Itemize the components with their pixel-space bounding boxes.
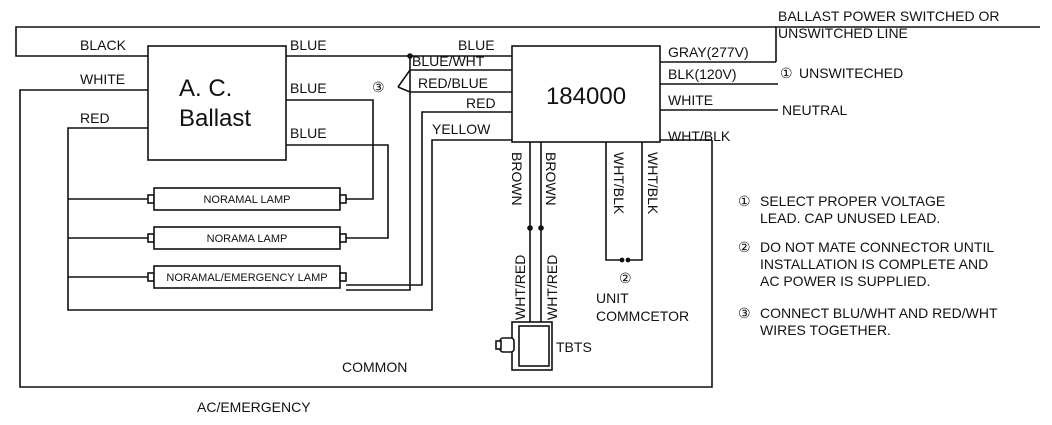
junction-dot-right	[538, 225, 544, 231]
label-wht-blk-v1: WHT/BLK	[611, 152, 627, 215]
lamp-3: NORAMAL/EMERGENCY LAMP	[147, 265, 347, 289]
unit-connector-line1: UNIT	[596, 290, 629, 306]
label-red-in: RED	[466, 95, 496, 111]
label-red-blue: RED/BLUE	[418, 75, 488, 91]
lamp-2: NORAMA LAMP	[147, 226, 347, 250]
lamp-1: NORAMAL LAMP	[147, 187, 347, 211]
blue-tap-to-emergency-lamp	[346, 56, 411, 291]
label-brown-2: BROWN	[543, 152, 559, 206]
red-blue-wire	[397, 86, 512, 93]
label-unswitched: UNSWITECHED	[799, 65, 903, 81]
white-common-loop	[19, 89, 713, 388]
label-yellow: YELLOW	[432, 121, 491, 137]
note-3-line1: CONNECT BLU/WHT AND RED/WHT	[760, 305, 998, 321]
label-white: WHITE	[80, 71, 125, 87]
ballast-label-line1: A. C.	[179, 75, 232, 102]
label-blue-in: BLUE	[458, 37, 495, 53]
notes: ① SELECT PROPER VOLTAGE LEAD. CAP UNUSED…	[738, 193, 998, 338]
note-2-line2: INSTALLATION IS COMPLETE AND	[760, 256, 988, 272]
tbts-switch-icon	[495, 321, 553, 371]
ac-ballast-box	[147, 45, 287, 161]
unit-connector-line2: COMMCETOR	[596, 308, 689, 324]
module-184000-box	[511, 45, 661, 143]
label-wht-red-2: WHT/RED	[544, 255, 560, 320]
note-1-number: ①	[738, 193, 751, 209]
label-neutral: NEUTRAL	[782, 102, 848, 118]
note-2-number: ②	[738, 239, 751, 255]
label-blue-wht: BLUE/WHT	[412, 53, 485, 69]
note-2-line1: DO NOT MATE CONNECTOR UNTIL	[760, 239, 994, 255]
wht-blk-wire-right	[628, 142, 643, 261]
label-blue-3: BLUE	[290, 125, 327, 141]
label-wht-blk-v2: WHT/BLK	[645, 152, 661, 215]
blue-wire-3	[286, 144, 389, 239]
label-common: COMMON	[342, 359, 407, 375]
marker-3: ③	[372, 79, 385, 95]
label-white-out: WHITE	[668, 92, 713, 108]
black-wire	[15, 26, 776, 57]
label-wht-blk: WHT/BLK	[668, 128, 731, 144]
label-black: BLACK	[80, 37, 127, 53]
label-blue-2: BLUE	[290, 80, 327, 96]
lamp-3-label: NORAMAL/EMERGENCY LAMP	[166, 272, 327, 284]
lamp-2-label: NORAMA LAMP	[207, 233, 288, 245]
label-brown-1: BROWN	[509, 152, 525, 206]
top-label-line2: UNSWITCHED LINE	[778, 25, 908, 41]
note-2-line3: AC POWER IS SUPPLIED.	[760, 273, 930, 289]
marker-1: ①	[780, 65, 793, 81]
wht-blk-wire-left	[605, 142, 622, 261]
note-1-line2: LEAD. CAP UNUSED LEAD.	[760, 210, 940, 226]
label-ac-emergency: AC/EMERGENCY	[197, 399, 311, 415]
connector-pin-left	[619, 257, 625, 263]
red-wire-module	[346, 111, 512, 286]
note-1-line1: SELECT PROPER VOLTAGE	[760, 193, 945, 209]
label-blk120: BLK(120V)	[668, 66, 736, 82]
label-tbts: TBTS	[556, 339, 592, 355]
note-3-line2: WIRES TOGETHER.	[760, 322, 891, 338]
ballast-label-line2: Ballast	[179, 105, 251, 132]
label-blue-1: BLUE	[290, 37, 327, 53]
label-red: RED	[80, 110, 110, 126]
module-id-label: 184000	[546, 83, 626, 110]
blue-wire-2	[286, 99, 374, 200]
connector-pin-right	[625, 257, 631, 263]
junction-dot-left	[527, 225, 533, 231]
label-gray: GRAY(277V)	[668, 44, 749, 60]
label-wht-red-1: WHT/RED	[512, 255, 528, 320]
marker-2: ②	[619, 270, 632, 286]
top-label-line1: BALLAST POWER SWITCHED OR	[778, 8, 999, 24]
red-wire	[67, 127, 148, 278]
yellow-wire	[67, 139, 512, 311]
note-3-number: ③	[738, 305, 751, 321]
blue-wht-wire	[397, 69, 512, 88]
lamp-1-label: NORAMAL LAMP	[203, 194, 290, 206]
